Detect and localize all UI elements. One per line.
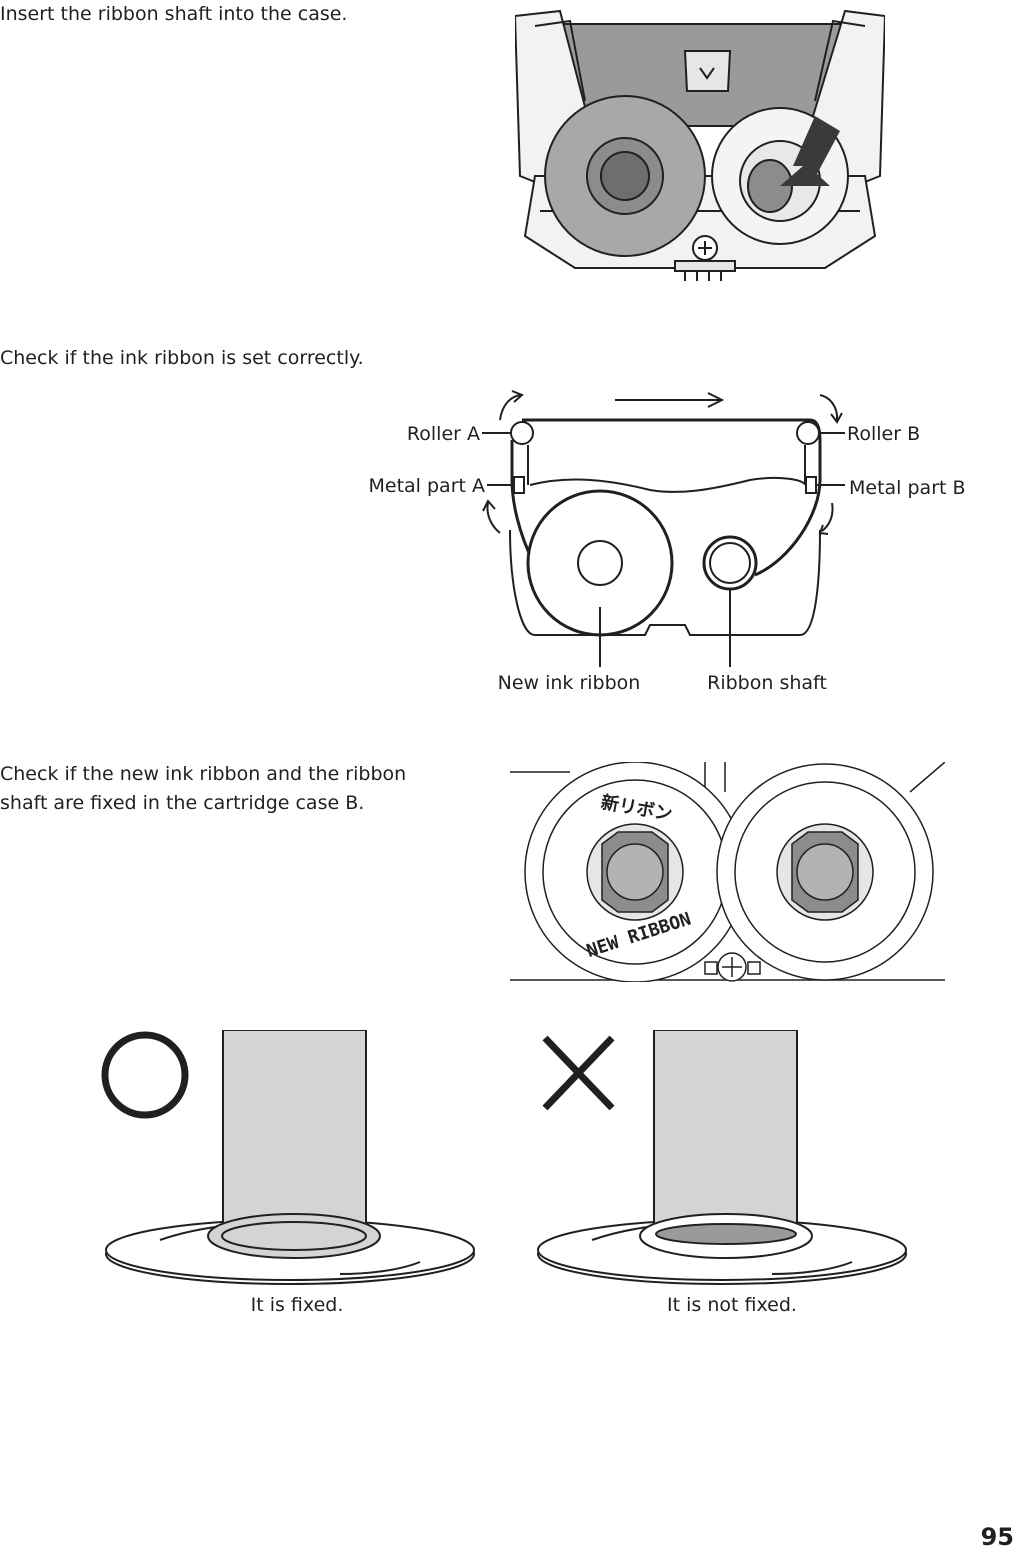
roller-b-label: Roller B [847,423,920,445]
insert-shaft-illustration [515,9,885,281]
step-2-text: Check if the ink ribbon is set correctly… [0,347,364,369]
new-ink-ribbon-label: New ink ribbon [498,672,641,694]
roller-a-label: Roller A [407,423,480,445]
ribbon-shaft-label: Ribbon shaft [707,672,827,694]
fixed-caption: It is fixed. [251,1294,344,1316]
fixed-comparison-illustration: It is fixed. It is not fixed. [101,1030,907,1316]
metal-part-b-label: Metal part B [849,477,966,499]
metal-part-a-label: Metal part A [369,475,486,497]
not-fixed-caption: It is not fixed. [667,1294,797,1316]
step-3-text: Check if the new ink ribbon and the ribb… [0,763,407,814]
incorrect-x-icon [542,1035,615,1111]
correct-circle-icon [101,1031,189,1119]
cartridge-closeup-illustration: 新リボン NEW RIBBON [510,762,945,982]
ribbon-path-diagram: Roller A Roller B Metal part A Metal par… [369,390,966,694]
page-number: 95 [980,1523,1014,1551]
step-1-text: Insert the ribbon shaft into the case. [0,3,348,25]
